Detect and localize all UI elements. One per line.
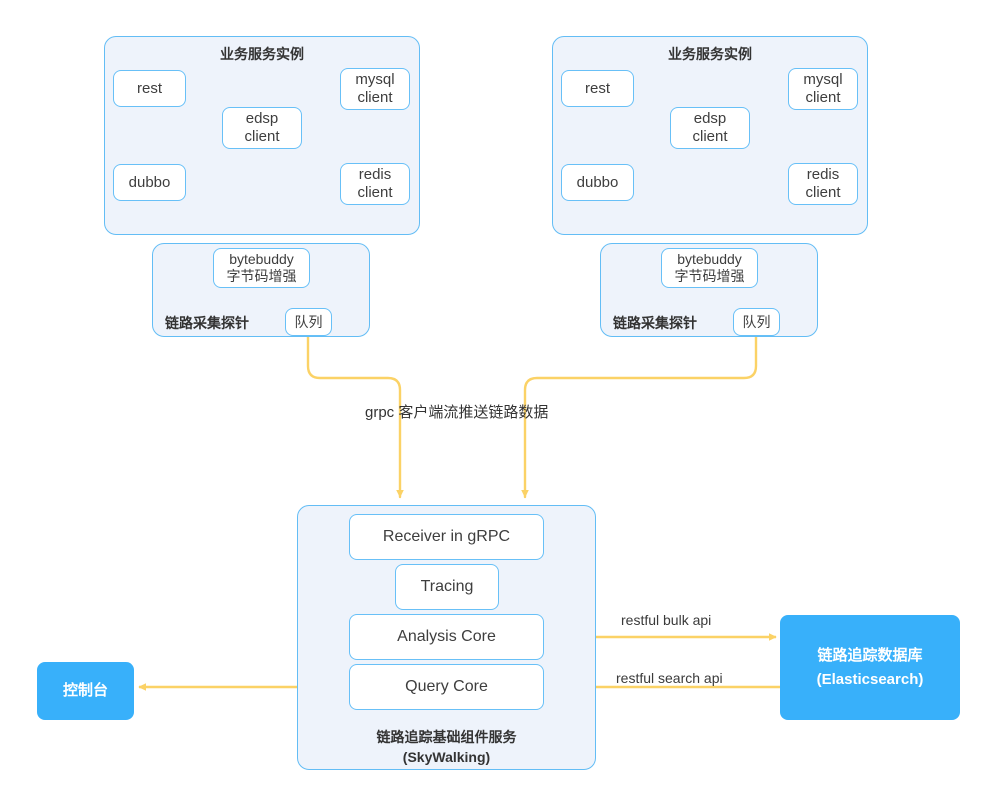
node-rest-1-label: rest xyxy=(136,79,162,97)
console-label: 控制台 xyxy=(62,682,108,699)
node-rest-2-label: rest xyxy=(584,79,610,97)
component-analysis-core[interactable]: Analysis Core xyxy=(349,614,544,660)
probe-2-to-backend-arrow xyxy=(521,335,758,499)
component-analysis-core-label: Analysis Core xyxy=(397,628,496,646)
console-box[interactable]: 控制台 xyxy=(37,662,134,720)
node-mysql-client-1-label: mysql client xyxy=(355,71,395,106)
node-redis-client-1-label: redis client xyxy=(357,166,393,201)
probe-1-queue-label: 队列 xyxy=(294,313,323,330)
node-mysql-client-2[interactable]: mysql client xyxy=(788,68,858,110)
component-tracing[interactable]: Tracing xyxy=(395,564,499,610)
node-redis-client-1[interactable]: redis client xyxy=(340,163,410,205)
probe-2-bytebuddy-node[interactable]: bytebuddy 字节码增强 xyxy=(661,248,758,288)
probe-2-queue-node[interactable]: 队列 xyxy=(733,308,780,336)
node-mysql-client-2-label: mysql client xyxy=(803,71,843,106)
service-instance-title-2: 业务服务实例 xyxy=(668,46,752,62)
node-edsp-client-1-label: edsp client xyxy=(244,110,280,145)
component-query-core-label: Query Core xyxy=(405,678,488,696)
node-edsp-client-2-label: edsp client xyxy=(692,110,728,145)
service-instance-title-1: 业务服务实例 xyxy=(220,46,304,62)
component-receiver-in-grpc[interactable]: Receiver in gRPC xyxy=(349,514,544,560)
node-redis-client-2-label: redis client xyxy=(805,166,841,201)
storage-elasticsearch-label: 链路追踪数据库 (Elasticsearch) xyxy=(816,647,924,688)
skywalking-backend-title: 链路追踪基础组件服务 (SkyWalking) xyxy=(376,729,517,766)
probe-1-queue-node[interactable]: 队列 xyxy=(285,308,332,336)
node-edsp-client-2[interactable]: edsp client xyxy=(670,107,750,149)
component-tracing-label: Tracing xyxy=(420,578,474,596)
node-redis-client-2[interactable]: redis client xyxy=(788,163,858,205)
component-receiver-in-grpc-label: Receiver in gRPC xyxy=(382,528,511,546)
probe-1-title: 链路采集探针 xyxy=(165,315,249,331)
probe-2-bytebuddy-label: bytebuddy 字节码增强 xyxy=(674,251,745,284)
probe-1-bytebuddy-node[interactable]: bytebuddy 字节码增强 xyxy=(213,248,310,288)
component-query-core[interactable]: Query Core xyxy=(349,664,544,710)
node-dubbo-1[interactable]: dubbo xyxy=(113,164,186,201)
edge-label-restful-bulk-api: restful bulk api xyxy=(621,612,712,628)
probe-2-queue-label: 队列 xyxy=(742,313,771,330)
node-rest-1[interactable]: rest xyxy=(113,70,186,107)
node-dubbo-1-label: dubbo xyxy=(128,173,171,191)
node-edsp-client-1[interactable]: edsp client xyxy=(222,107,302,149)
edge-label-restful-search-api: restful search api xyxy=(616,670,723,686)
node-dubbo-2-label: dubbo xyxy=(576,173,619,191)
probe-box-2 xyxy=(600,243,818,337)
transport-label: grpc 客户端流推送链路数据 xyxy=(365,404,549,421)
storage-elasticsearch-box[interactable]: 链路追踪数据库 (Elasticsearch) xyxy=(780,615,960,720)
node-dubbo-2[interactable]: dubbo xyxy=(561,164,634,201)
probe-1-bytebuddy-label: bytebuddy 字节码增强 xyxy=(226,251,297,284)
node-rest-2[interactable]: rest xyxy=(561,70,634,107)
probe-2-title: 链路采集探针 xyxy=(613,315,697,331)
node-mysql-client-1[interactable]: mysql client xyxy=(340,68,410,110)
